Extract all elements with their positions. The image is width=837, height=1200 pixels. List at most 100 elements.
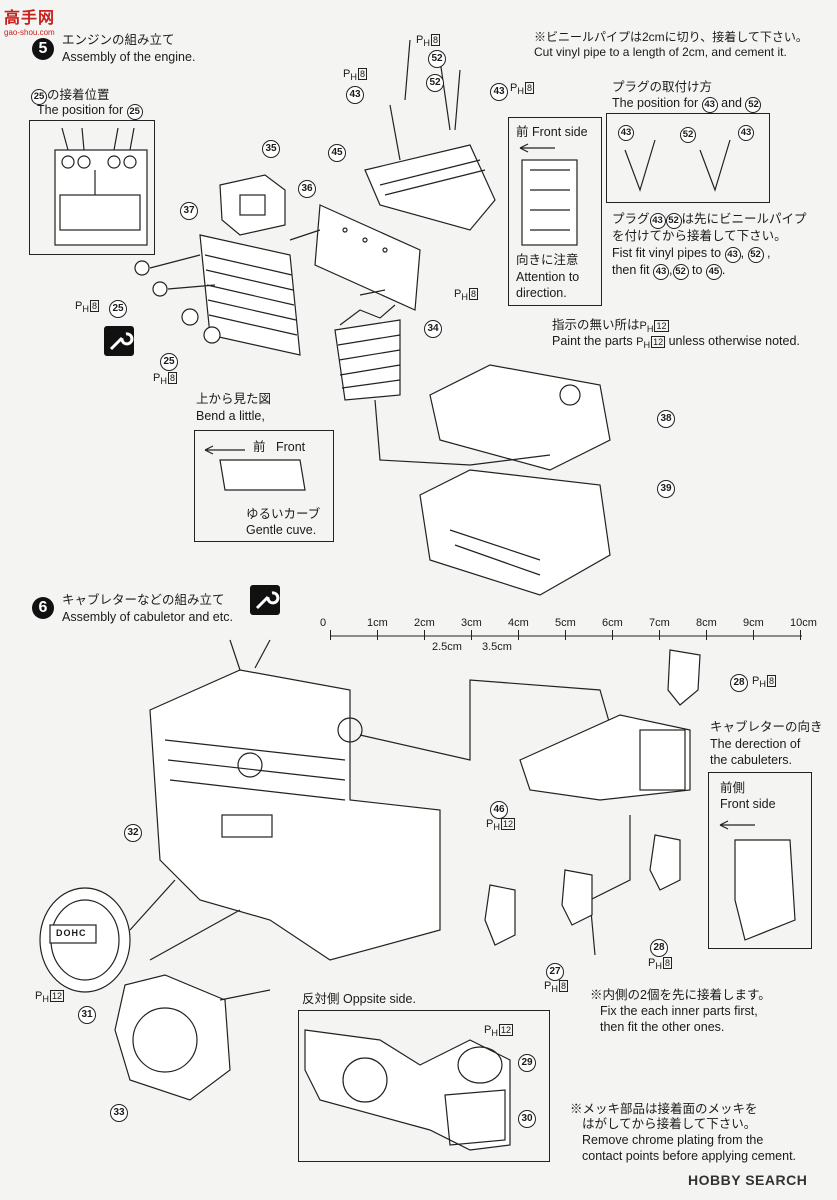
engine-detail-sketch: [54, 127, 148, 246]
head-cover-45-sketch: [364, 39, 496, 231]
front-side-en: Front side: [720, 797, 776, 811]
ruler-tick: [659, 630, 660, 640]
step-6-number: 6: [32, 597, 54, 619]
callout-28: 28: [730, 674, 748, 692]
plug-detail-frame: [606, 113, 770, 203]
plug-title-en-text: The position for: [612, 96, 699, 110]
callout-29: 29: [518, 1054, 536, 1072]
part-25-detail-frame: [29, 120, 155, 255]
curve-jp: ゆるいカーブ: [246, 507, 321, 521]
part-number: 52: [665, 213, 682, 229]
position-label-jp: の接着位置: [47, 88, 110, 102]
front-arrows: [204, 139, 796, 941]
ruler-tick: [518, 630, 519, 640]
ruler-label: 2cm: [414, 617, 435, 629]
ruler-label: 6cm: [602, 617, 623, 629]
part-number: 43: [653, 264, 670, 280]
carb-direction-en2: the cabuleters.: [710, 753, 792, 767]
front-side-jp: 前: [516, 125, 529, 139]
ruler-label: 3cm: [461, 617, 482, 629]
cement-tool-icon: [250, 585, 280, 615]
chrome-note-jp2: はがしてから接着して下さい。: [582, 1117, 757, 1131]
callout-32: 32: [124, 824, 142, 842]
plug-title-en: The position for 43 and 52: [612, 96, 762, 113]
hobby-search-watermark: HOBBY SEARCH: [688, 1172, 808, 1188]
part-number: 52: [747, 247, 764, 263]
part-number: 43: [738, 125, 754, 141]
plug-note-en-c: to: [691, 263, 703, 277]
plug-note-jp-a: プラグ: [612, 212, 650, 226]
opposite-side-sketch: [304, 1029, 511, 1151]
ruler-sub-label: 3.5cm: [482, 641, 512, 653]
callout-30: 30: [518, 1110, 536, 1128]
callout-25: 25: [160, 353, 178, 371]
callout-52: 52: [428, 50, 446, 68]
ruler-label: 8cm: [696, 617, 717, 629]
ruler-tick: [565, 630, 566, 640]
callout-43: 43: [346, 86, 364, 104]
front-label: 前 Front: [253, 440, 305, 455]
part-number: 52: [680, 127, 696, 143]
ruler-label: 1cm: [367, 617, 388, 629]
plug-note-en-b: then fit: [612, 263, 650, 277]
ruler-label: 0: [320, 617, 327, 629]
part-number: 43: [649, 213, 666, 229]
position-label-en: The position for: [37, 103, 124, 117]
step-6-title-en: Assembly of cabuletor and etc.: [62, 610, 233, 624]
engine-block-sketch: [374, 364, 611, 596]
callout-39: 39: [657, 480, 675, 498]
carb-direction-frame: [708, 772, 812, 949]
front-en: Front: [275, 440, 306, 454]
ruler-label: 10cm: [790, 617, 817, 629]
opposite-side-label: 反対側 Oppsite side.: [302, 992, 416, 1006]
ruler-label: 9cm: [743, 617, 764, 629]
carb-direction-jp: キャブレターの向き: [710, 720, 823, 734]
callout-45: 45: [328, 144, 346, 162]
step-5-title-en: Assembly of the engine.: [62, 50, 196, 64]
callout-25: 25: [109, 300, 127, 318]
inner-note-en2: then fit the other ones.: [600, 1020, 725, 1034]
top-view-jp: 上から見た図: [196, 392, 272, 406]
paint-note-jp-text: 指示の無い所は: [552, 318, 640, 332]
vinyl-note-jp: ※ビニールパイプは2cmに切り、接着して下さい。: [534, 30, 808, 44]
attention-en2: direction.: [516, 286, 567, 300]
ruler-label: 5cm: [555, 617, 576, 629]
step-5-title-jp: エンジンの組み立て: [62, 33, 175, 47]
callout-27: 27: [546, 963, 564, 981]
ruler-label: 7cm: [649, 617, 670, 629]
curve-en: Gentle cuve.: [246, 523, 317, 537]
full-engine-sketch: [149, 639, 611, 961]
opposite-side-frame: [298, 1010, 550, 1162]
front-side-label: 前 Front side: [516, 125, 588, 140]
attention-frame: [508, 117, 602, 306]
inner-note-jp: ※内側の2個を先に接着します。: [590, 988, 771, 1002]
part-number: 43: [618, 125, 634, 141]
ruler-tick: [800, 630, 801, 640]
vinyl-note-en: Cut vinyl pipe to a length of 2cm, and c…: [534, 45, 787, 59]
bend-detail-frame: [194, 430, 334, 542]
part-number: 52: [672, 264, 689, 280]
callout-43: 43: [490, 83, 508, 101]
ruler-tick: [612, 630, 613, 640]
part-number: 25: [31, 89, 47, 105]
plug-note-jp2: を付けてから接着して下さい。: [612, 229, 787, 243]
side-covers-sketch: [39, 879, 271, 1101]
paint-note-en-a: Paint the parts: [552, 334, 633, 348]
front-jp: 前: [253, 440, 266, 454]
carb-direction-en1: The derection of: [710, 737, 801, 751]
callout-33: 33: [110, 1104, 128, 1122]
front-side-en: Front side: [532, 125, 588, 139]
plug-note-en2: then fit 43,52 to 45.: [612, 263, 725, 280]
part-25-position-en: The position for 25: [37, 103, 143, 120]
inner-note-en1: Fix the each inner parts first,: [600, 1004, 758, 1018]
